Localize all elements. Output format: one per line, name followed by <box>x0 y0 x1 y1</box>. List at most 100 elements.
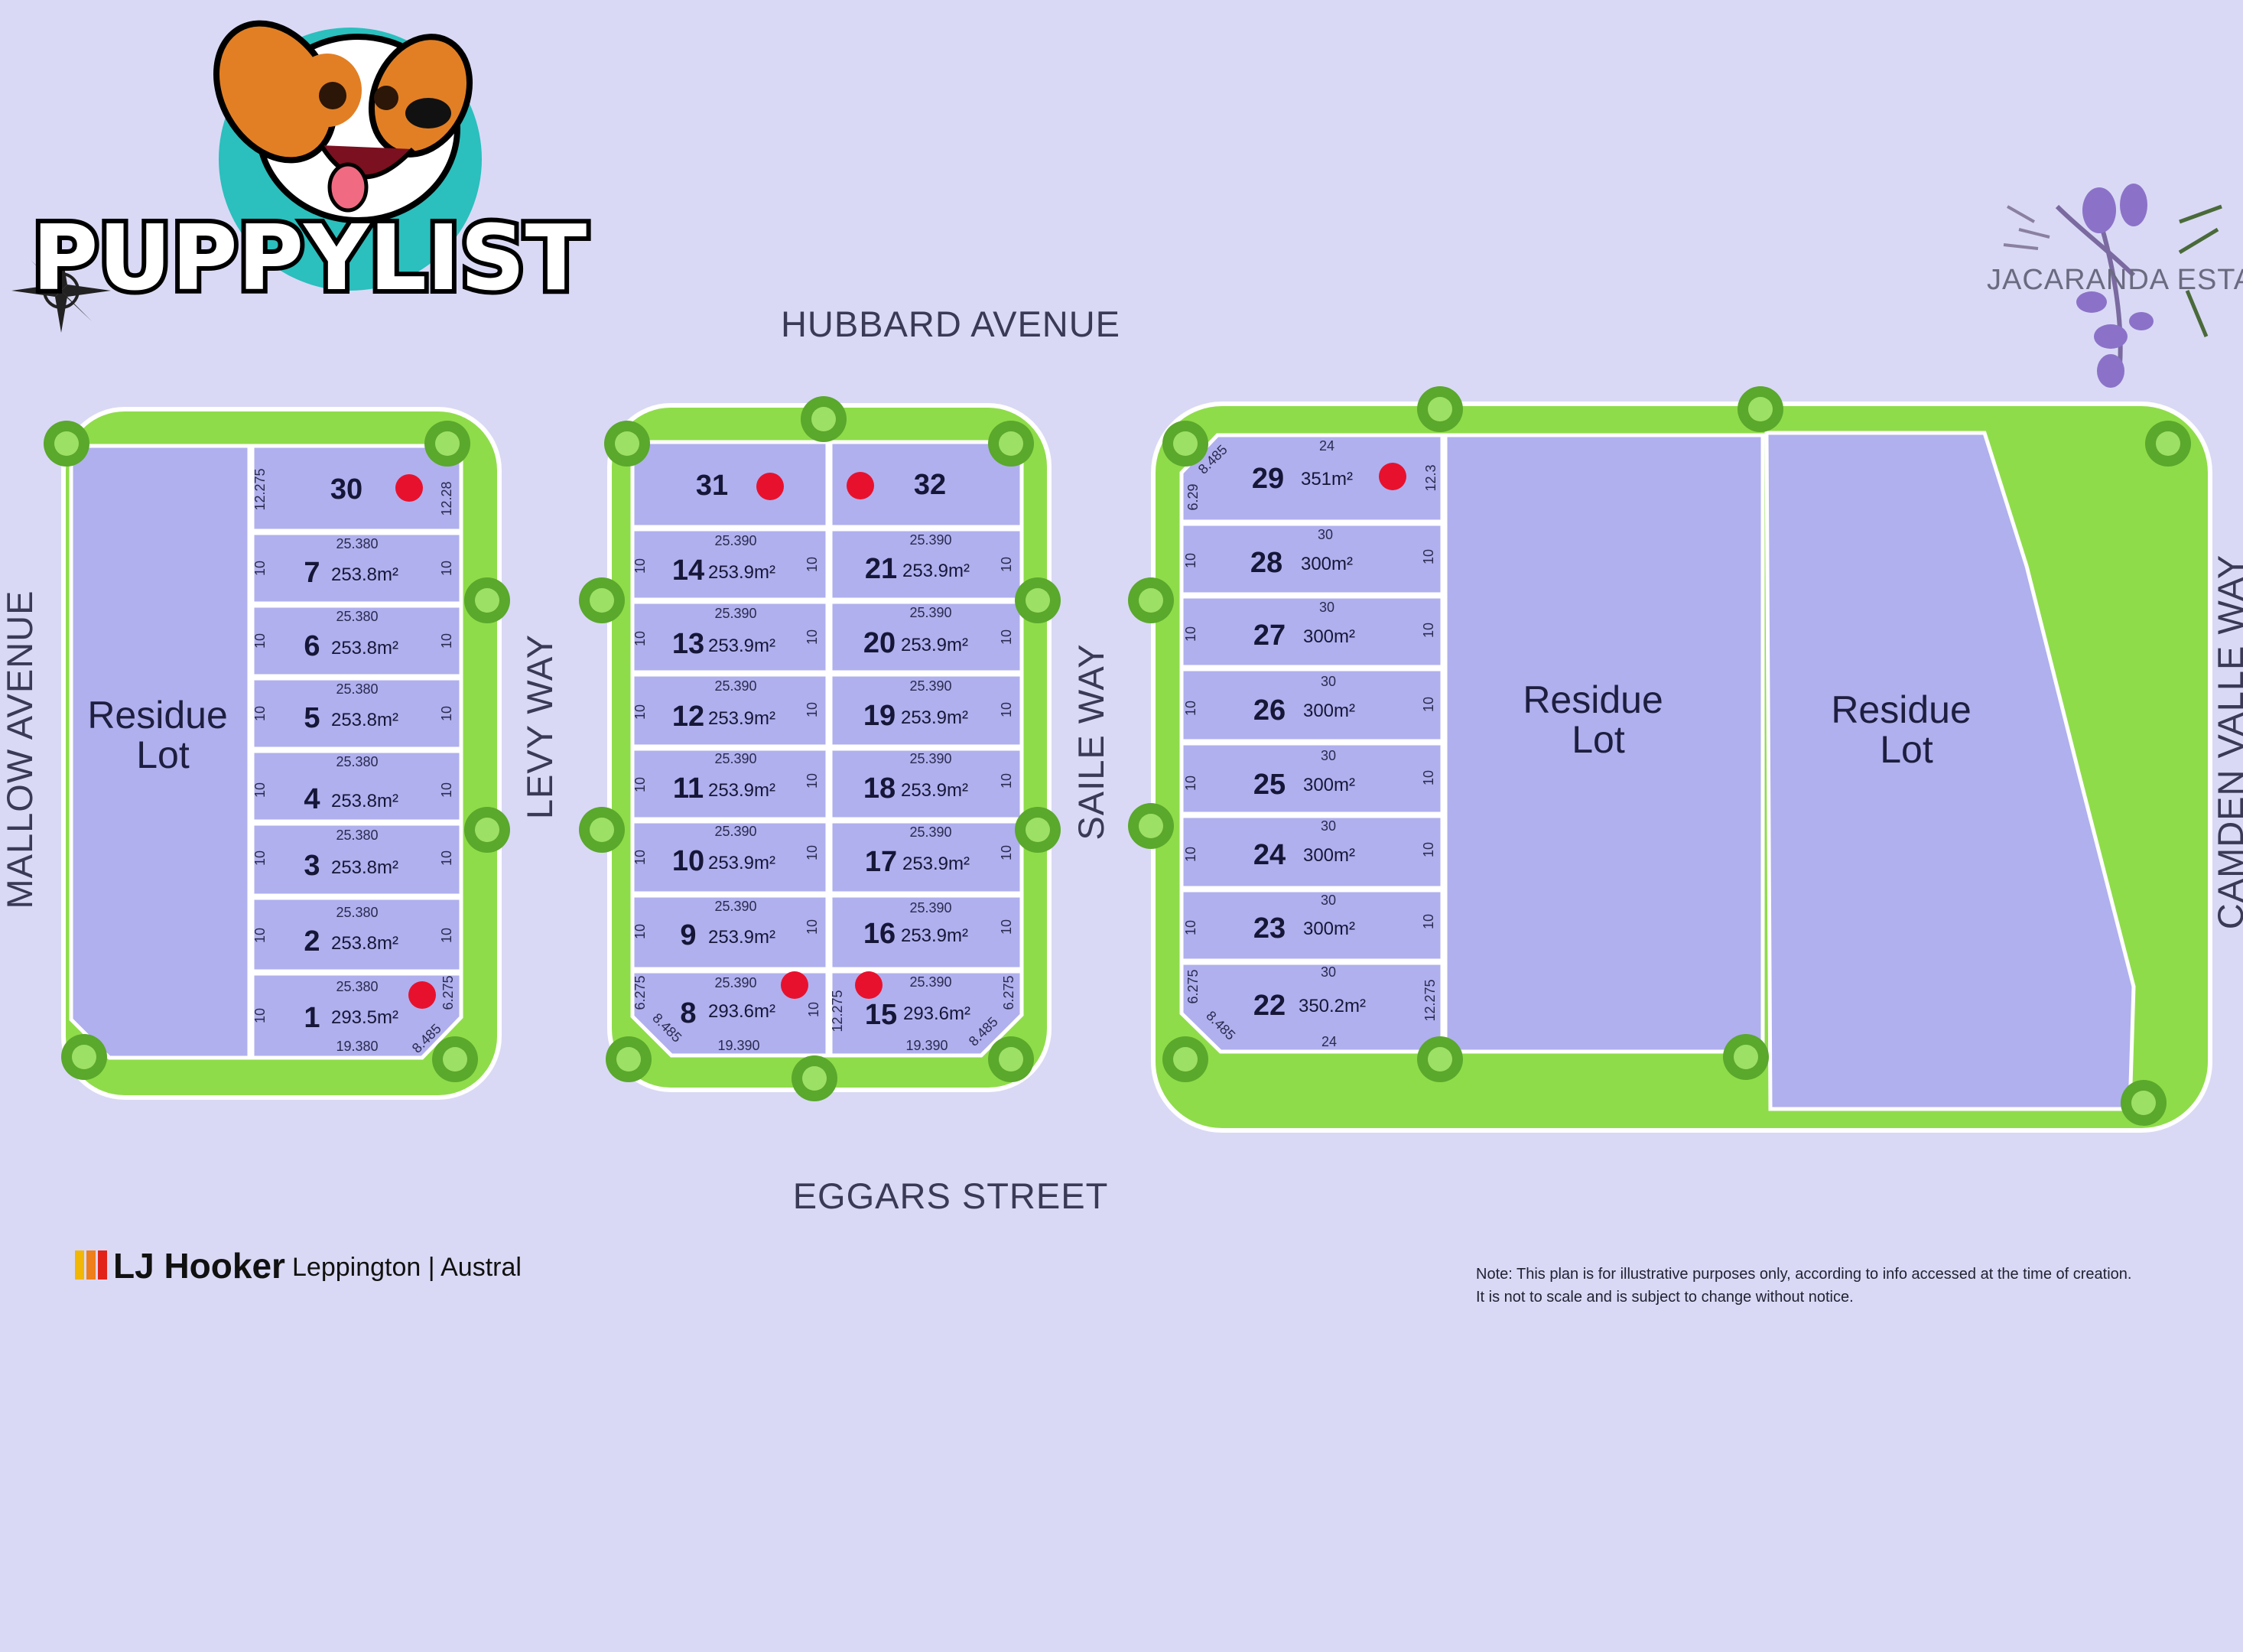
lot-18[interactable] <box>828 746 1024 821</box>
lot-21[interactable] <box>828 527 1024 602</box>
sold-marker <box>395 474 423 502</box>
lot-24[interactable] <box>1179 814 1445 890</box>
lot-20[interactable] <box>828 600 1024 675</box>
tree-icon <box>464 577 510 623</box>
lot-frontage: 25.380 <box>336 681 378 697</box>
lot-area: 300m² <box>1303 701 1355 721</box>
lot-28[interactable] <box>1179 522 1445 597</box>
lot-width: 10 <box>999 845 1014 860</box>
disclaimer-note: Note: This plan is for illustrative purp… <box>1476 1266 2136 1306</box>
lot-width: 10 <box>1421 697 1436 712</box>
street-name-south: EGGARS STREET <box>793 1176 1109 1216</box>
lot-7[interactable] <box>250 531 463 606</box>
lot-width: 10 <box>1183 920 1198 935</box>
lot-10[interactable] <box>630 819 830 896</box>
lot-area: 293.5m² <box>331 1007 398 1028</box>
lot-frontage: 25.390 <box>714 899 756 914</box>
lot-16[interactable] <box>828 893 1024 971</box>
residue-lot-3[interactable] <box>1764 431 2136 1111</box>
lot-area: 253.9m² <box>708 562 775 583</box>
lot-5[interactable] <box>250 676 463 751</box>
residue-lot-1[interactable] <box>69 444 252 1060</box>
lot-27[interactable] <box>1179 594 1445 669</box>
lot-frontage: 25.390 <box>909 900 951 915</box>
lot-width: 10 <box>439 850 454 866</box>
tree-icon <box>988 421 1034 467</box>
lot-30[interactable] <box>250 444 463 533</box>
lot-3[interactable] <box>250 821 463 898</box>
lot-area: 253.8m² <box>331 710 398 730</box>
lot-29[interactable] <box>1179 433 1445 524</box>
lot-frontage: 25.380 <box>336 536 378 551</box>
lot-23[interactable] <box>1179 888 1445 963</box>
residue-lot-2[interactable] <box>1443 433 1765 1054</box>
tree-icon <box>1738 386 1783 432</box>
lot-width: 10 <box>632 558 648 574</box>
lot-width: 10 <box>439 928 454 943</box>
lot-frontage: 30 <box>1321 893 1336 908</box>
lot-9[interactable] <box>630 893 830 971</box>
lot-number: 31 <box>696 470 728 502</box>
lot-8[interactable] <box>630 969 830 1058</box>
lot-area: 253.9m² <box>902 854 970 874</box>
lot-frontage: 25.390 <box>909 678 951 694</box>
lot-19[interactable] <box>828 672 1024 749</box>
lot-width: 10 <box>999 629 1014 645</box>
block-2: 31 32 25.390 14 253.9m² 10 10 25.390 13 … <box>607 403 1052 1092</box>
lot-frontage: 30 <box>1321 818 1336 834</box>
lot-17[interactable] <box>828 819 1024 896</box>
lot-area: 253.9m² <box>708 853 775 873</box>
compass-icon <box>11 249 111 333</box>
sold-marker <box>781 971 808 999</box>
lot-area: 253.9m² <box>901 635 968 655</box>
lot-dimension: 19.380 <box>336 1039 378 1054</box>
lot-area: 253.9m² <box>708 708 775 729</box>
lot-6[interactable] <box>250 603 463 678</box>
lot-width: 10 <box>999 702 1014 717</box>
lot-width: 10 <box>632 924 648 939</box>
lot-frontage: 25.390 <box>714 678 756 694</box>
lot-width: 10 <box>252 1008 268 1023</box>
lot-width: 10 <box>439 706 454 721</box>
lot-25[interactable] <box>1179 741 1445 816</box>
lot-22[interactable] <box>1179 961 1445 1054</box>
lot-number: 28 <box>1250 547 1282 579</box>
lot-13[interactable] <box>630 600 830 675</box>
lot-dimension: 19.390 <box>717 1038 759 1053</box>
lot-area: 253.9m² <box>708 636 775 656</box>
lot-width: 10 <box>1183 776 1198 791</box>
lot-frontage: 25.390 <box>909 532 951 548</box>
lot-4[interactable] <box>250 749 463 824</box>
street-name-saile: SAILE WAY <box>1071 643 1111 840</box>
tree-icon <box>2121 1080 2167 1126</box>
lot-number: 26 <box>1253 694 1286 727</box>
lot-area: 300m² <box>1303 845 1355 866</box>
lot-width: 10 <box>1183 847 1198 862</box>
lot-frontage: 30 <box>1321 748 1336 763</box>
lot-width: 10 <box>632 777 648 792</box>
lot-dimension: 12.28 <box>439 481 454 515</box>
tree-icon <box>1015 807 1061 853</box>
agency-name: LJ Hooker <box>113 1246 285 1286</box>
lot-31[interactable] <box>630 440 830 529</box>
lot-number: 32 <box>914 469 946 501</box>
lot-width: 10 <box>805 702 820 717</box>
lot-width: 10 <box>252 633 268 649</box>
lot-number: 6 <box>304 630 320 662</box>
lot-11[interactable] <box>630 746 830 821</box>
lot-frontage: 30 <box>1319 600 1334 615</box>
estate-name: JACARANDA ESTAT <box>1987 264 2243 296</box>
lot-width: 10 <box>632 631 648 646</box>
lot-14[interactable] <box>630 527 830 602</box>
lot-number: 30 <box>330 473 362 506</box>
lot-26[interactable] <box>1179 667 1445 743</box>
lot-frontage: 25.390 <box>714 975 756 990</box>
sold-marker <box>1379 463 1406 490</box>
lot-12[interactable] <box>630 672 830 749</box>
lot-2[interactable] <box>250 896 463 974</box>
lot-area: 350.2m² <box>1299 996 1366 1016</box>
street-name-east: CAMDEN VALLE WAY <box>2210 554 2243 929</box>
tree-icon <box>1162 1036 1208 1082</box>
